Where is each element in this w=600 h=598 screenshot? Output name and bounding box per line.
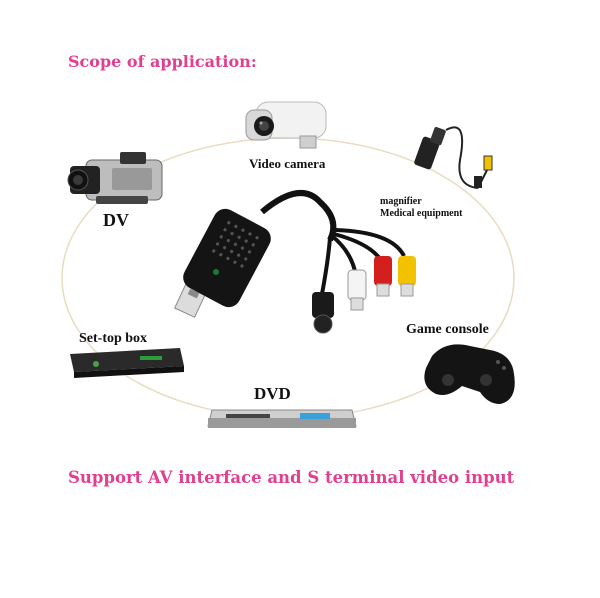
camcorder-icon [67, 152, 163, 204]
video-camera-icon [245, 101, 327, 149]
label-dv: DV [103, 210, 129, 230]
set-top-box-icon [70, 348, 184, 378]
support-caption: Support AV interface and S terminal vide… [68, 468, 515, 487]
scope-heading: Scope of application: [68, 52, 257, 71]
label-game-console: Game console [406, 322, 489, 337]
label-medical-equipment: Medical equipment [380, 208, 463, 219]
label-dvd: DVD [254, 384, 291, 403]
label-magnifier-medical: magnifier Medical equipment [380, 196, 463, 220]
gamepad-icon [424, 344, 515, 404]
microscope-camera-icon [414, 126, 493, 189]
label-set-top-box: Set-top box [79, 331, 148, 346]
usb-capture-dongle-icon [174, 190, 416, 334]
dvd-player-icon [207, 409, 357, 428]
label-magnifier: magnifier [380, 196, 422, 207]
label-video-camera: Video camera [249, 156, 326, 171]
